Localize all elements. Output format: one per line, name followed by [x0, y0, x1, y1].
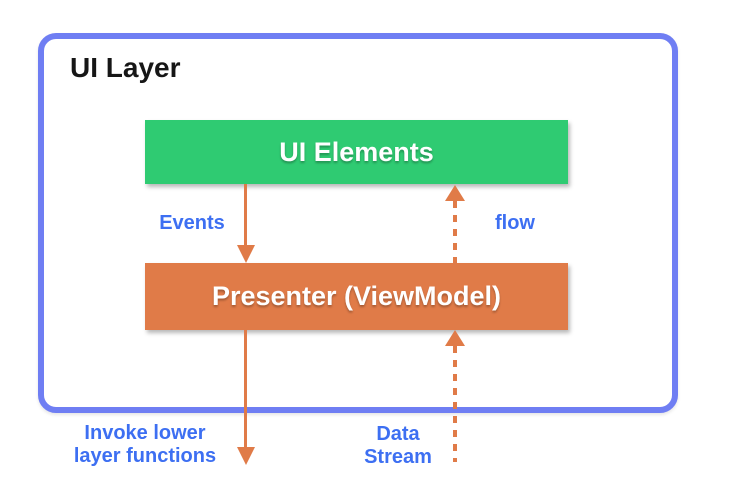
invoke-lower-label: Invoke lower layer functions	[73, 422, 217, 467]
flow-arrowhead-up-icon	[445, 185, 465, 201]
flow-arrow-stem	[453, 201, 457, 263]
ui-layer-container	[38, 33, 678, 413]
data-stream-arrowhead-up-icon	[445, 330, 465, 346]
data-stream-label: Data Stream	[364, 423, 432, 468]
invoke-arrow-stem	[244, 330, 247, 448]
ui-layer-title: UI Layer	[70, 52, 181, 83]
ui-elements-box-label: UI Elements	[279, 136, 434, 167]
data-stream-arrow-stem	[453, 346, 457, 462]
flow-label: flow	[495, 212, 535, 234]
presenter-box-label: Presenter (ViewModel)	[211, 281, 502, 311]
invoke-arrowhead-down-icon	[237, 447, 255, 465]
events-arrowhead-down-icon	[237, 245, 255, 263]
events-arrow-stem	[244, 184, 247, 246]
events-label: Events	[159, 212, 225, 234]
ui-elements-box: UI Elements	[145, 120, 568, 184]
presenter-box: Presenter (ViewModel)	[145, 263, 568, 330]
